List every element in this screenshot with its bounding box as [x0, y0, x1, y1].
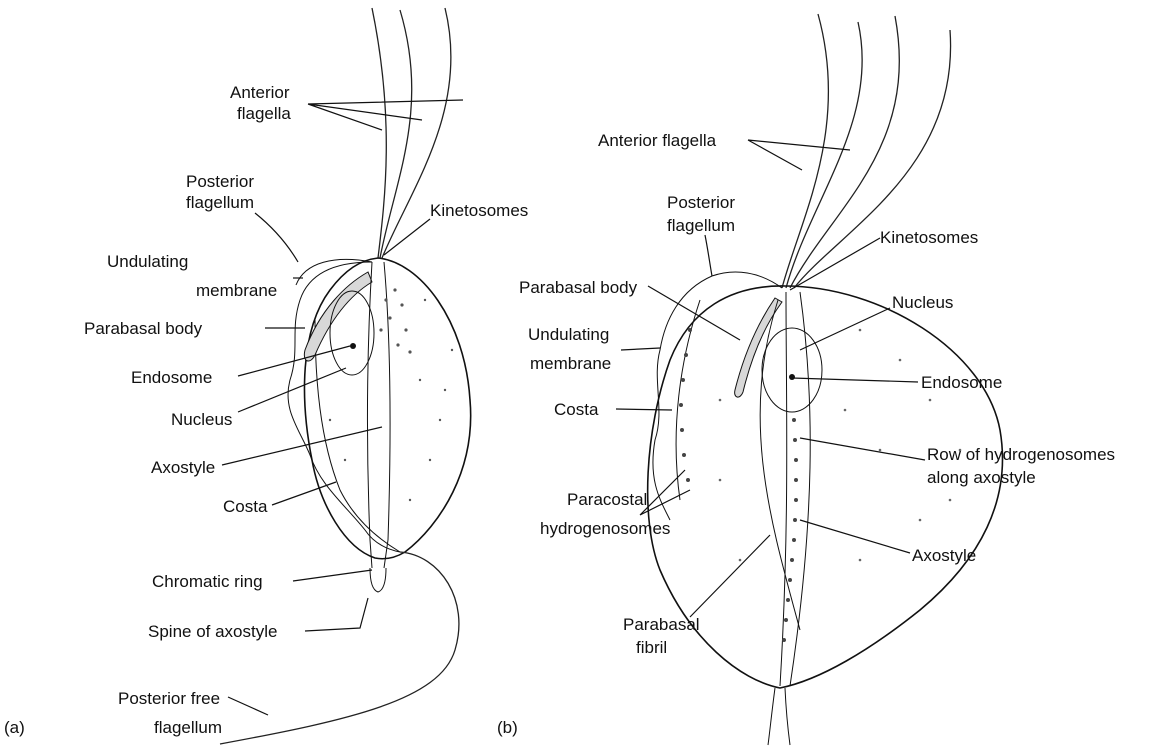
b-label-costa: Costa — [554, 400, 599, 419]
a-label-parabasal-body: Parabasal body — [84, 319, 203, 338]
b-paracostal-hydrogenosomes — [679, 328, 692, 482]
b-label-row-hydrogenosomes-2: along axostyle — [927, 468, 1036, 487]
a-panel-label: (a) — [4, 718, 25, 737]
a-label-axostyle: Axostyle — [151, 458, 215, 477]
b-label-row-hydrogenosomes-1: Row of hydrogenosomes — [927, 445, 1115, 464]
b-label-paracostal-2: hydrogenosomes — [540, 519, 670, 538]
b-label-posterior-flagellum-1: Posterior — [667, 193, 735, 212]
a-anterior-flagellum-2 — [380, 10, 412, 258]
b-label-undulating-membrane-1: Undulating — [528, 325, 609, 344]
a-label-posterior-free-flagellum-2: flagellum — [154, 718, 222, 737]
a-costa — [315, 320, 400, 552]
b-label-kinetosomes: Kinetosomes — [880, 228, 978, 247]
b-anterior-flagellum-3 — [790, 16, 899, 288]
b-parabasal-body — [735, 298, 782, 397]
a-label-anterior-flagella-2: flagella — [237, 104, 291, 123]
b-hydrogenosome-row — [782, 418, 798, 642]
b-label-undulating-membrane-2: membrane — [530, 354, 611, 373]
b-label-nucleus: Nucleus — [892, 293, 953, 312]
a-label-undulating-membrane-1: Undulating — [107, 252, 188, 271]
b-axostyle-spine — [768, 688, 790, 745]
b-endosome — [789, 374, 795, 380]
a-axostyle-spine — [370, 568, 386, 592]
a-label-costa: Costa — [223, 497, 268, 516]
b-label-axostyle: Axostyle — [912, 546, 976, 565]
a-stipple — [329, 288, 453, 501]
a-label-undulating-membrane-2: membrane — [196, 281, 277, 300]
b-label-paracostal-1: Paracostal — [567, 490, 647, 509]
a-anterior-flagellum-3 — [382, 8, 451, 258]
a-label-posterior-flagellum-1: Posterior — [186, 172, 254, 191]
b-label-parabasal-fibril-2: fibril — [636, 638, 667, 657]
b-axostyle — [780, 292, 787, 686]
a-axostyle — [367, 262, 372, 568]
a-label-nucleus: Nucleus — [171, 410, 232, 429]
b-axostyle-edge — [790, 292, 810, 686]
figure-a: Anterior flagella Posterior flagellum Ki… — [4, 8, 528, 744]
a-label-posterior-free-flagellum-1: Posterior free — [118, 689, 220, 708]
b-panel-label: (b) — [497, 718, 518, 737]
a-cell-body — [305, 258, 471, 559]
b-label-posterior-flagellum-2: flagellum — [667, 216, 735, 235]
b-nucleus — [762, 328, 822, 412]
b-leader-lines — [616, 140, 925, 617]
figure-b: Anterior flagella Posterior flagellum Ki… — [497, 14, 1115, 745]
a-axostyle-edge — [384, 262, 390, 568]
a-endosome — [350, 343, 356, 349]
a-label-anterior-flagella-1: Anterior — [230, 83, 290, 102]
a-nucleus — [330, 291, 374, 375]
a-label-chromatic-ring: Chromatic ring — [152, 572, 263, 591]
a-anterior-flagellum-1 — [372, 8, 386, 258]
b-label-parabasal-fibril-1: Parabasal — [623, 615, 700, 634]
a-label-posterior-flagellum-2: flagellum — [186, 193, 254, 212]
a-label-spine-of-axostyle: Spine of axostyle — [148, 622, 277, 641]
b-label-endosome: Endosome — [921, 373, 1002, 392]
b-parabasal-fibril — [760, 300, 800, 630]
a-label-kinetosomes: Kinetosomes — [430, 201, 528, 220]
b-anterior-flagellum-4 — [794, 30, 951, 288]
a-label-endosome: Endosome — [131, 368, 212, 387]
a-parabasal-body — [304, 272, 372, 361]
b-label-anterior-flagella: Anterior flagella — [598, 131, 717, 150]
b-label-parabasal-body: Parabasal body — [519, 278, 638, 297]
b-anterior-flagellum-2 — [786, 22, 862, 288]
b-anterior-flagellum-1 — [782, 14, 828, 288]
